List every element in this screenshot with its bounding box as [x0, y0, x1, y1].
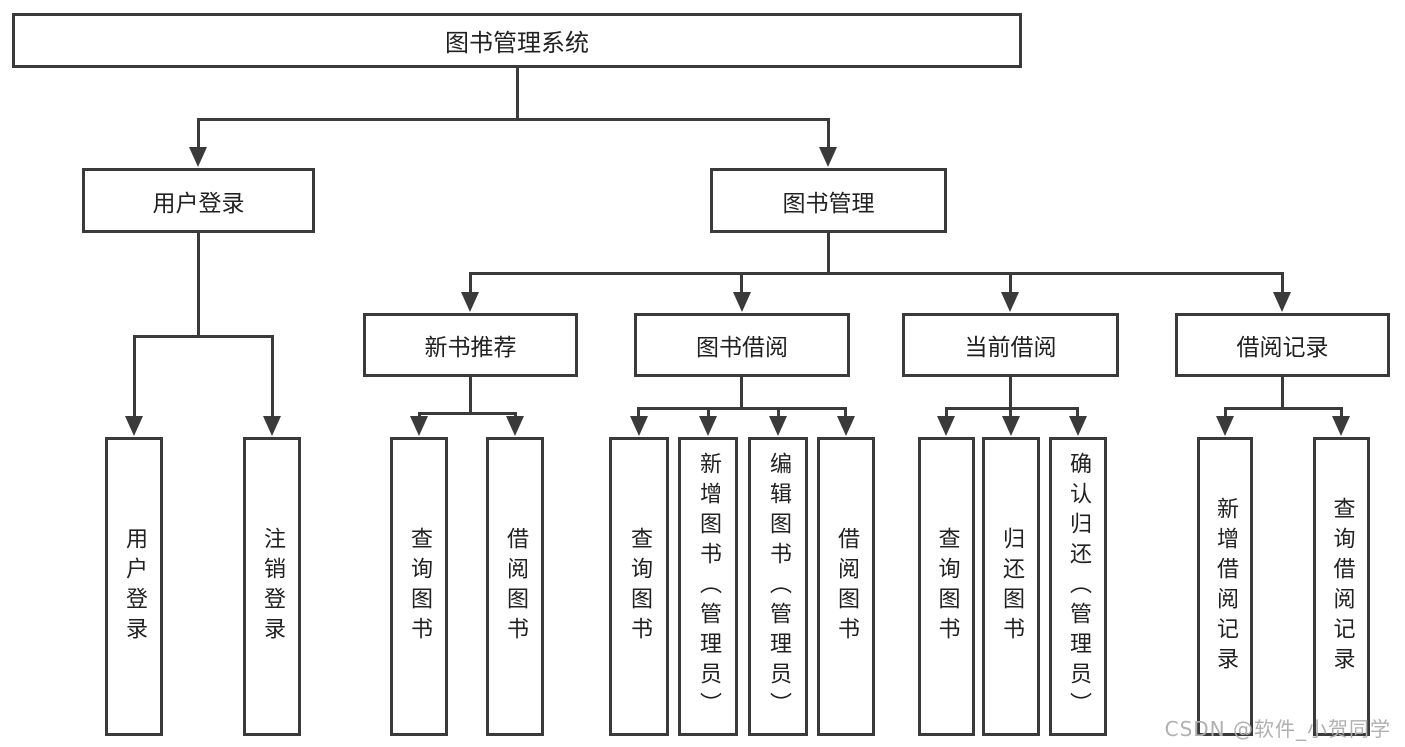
- csdn-watermark: CSDN @软件_小贺同学: [1164, 717, 1391, 741]
- connector-bookmgmt-drop-4: [1281, 272, 1284, 292]
- connector-cb-stem: [1009, 377, 1012, 407]
- connector-br-hline: [1224, 407, 1343, 410]
- arrow-down-icon: [819, 147, 837, 167]
- node-label: 借阅记录: [1236, 335, 1329, 361]
- node-label: 借阅图书: [834, 526, 859, 647]
- leaf-nbr-borrow-books: 借阅图书: [486, 437, 544, 736]
- connector-bookmgmt-stem: [827, 233, 830, 272]
- node-label: 用户登录: [122, 526, 147, 647]
- arrow-down-icon: [263, 416, 281, 436]
- node-label: 注销登录: [260, 526, 285, 647]
- connector-cb-drop-2: [1009, 407, 1012, 417]
- arrow-down-icon: [1273, 292, 1291, 312]
- arrow-down-icon: [699, 416, 717, 436]
- connector-root-stem: [516, 68, 519, 118]
- node-label: 归还图书: [999, 526, 1024, 647]
- node-book-management: 图书管理: [710, 168, 947, 233]
- connector-cb-drop-1: [945, 407, 948, 417]
- connector-bb-drop-3: [777, 407, 780, 417]
- connector-userlogin-hline: [133, 335, 274, 338]
- connector-nbr-drop-left: [418, 412, 421, 418]
- connector-root-drop-left: [197, 118, 200, 147]
- node-label: 新增借阅记录: [1213, 496, 1238, 677]
- leaf-cb-return-books: 归还图书: [982, 437, 1040, 736]
- arrow-down-icon: [410, 416, 428, 436]
- connector-bb-drop-2: [707, 407, 710, 417]
- node-label: 确认归还（管理员）: [1066, 451, 1091, 722]
- node-label: 图书借阅: [696, 335, 788, 361]
- connector-bookmgmt-drop-2: [740, 272, 743, 292]
- connector-nbr-drop-right: [514, 412, 517, 418]
- node-borrowing-records: 借阅记录: [1175, 313, 1390, 377]
- connector-nbr-stem: [469, 377, 472, 412]
- leaf-logout: 注销登录: [243, 437, 301, 736]
- connector-bb-drop-4: [844, 407, 847, 417]
- connector-userlogin-drop-right: [271, 335, 274, 416]
- connector-nbr-hline: [418, 412, 517, 415]
- connector-userlogin-stem: [197, 233, 200, 335]
- arrow-down-icon: [837, 416, 855, 436]
- leaf-cb-query-books: 查询图书: [918, 437, 975, 736]
- node-label: 查询图书: [934, 526, 960, 647]
- leaf-bb-add-books-admin: 新增图书（管理员）: [678, 437, 738, 736]
- connector-bb-hline: [637, 407, 847, 410]
- leaf-bb-query-books: 查询图书: [609, 437, 669, 736]
- node-label: 图书管理系统: [445, 29, 589, 57]
- leaf-cb-confirm-return-admin: 确认归还（管理员）: [1049, 437, 1107, 736]
- connector-bookmgmt-hline: [469, 272, 1284, 275]
- arrow-down-icon: [1001, 292, 1019, 312]
- arrow-down-icon: [630, 416, 648, 436]
- connector-cb-hline: [945, 407, 1079, 410]
- connector-bb-stem: [740, 377, 743, 407]
- arrow-down-icon: [937, 416, 955, 436]
- arrow-down-icon: [189, 147, 207, 167]
- node-label: 新增图书（管理员）: [696, 451, 721, 722]
- connector-root-drop-right: [827, 118, 830, 147]
- connector-bookmgmt-drop-1: [469, 272, 472, 292]
- connector-br-stem: [1281, 377, 1284, 407]
- connector-userlogin-drop-left: [133, 335, 136, 416]
- connector-bookmgmt-drop-3: [1009, 272, 1012, 292]
- arrow-down-icon: [125, 416, 143, 436]
- arrow-down-icon: [1069, 416, 1087, 436]
- leaf-user-login: 用户登录: [105, 437, 163, 736]
- leaf-br-add-record: 新增借阅记录: [1197, 437, 1253, 736]
- connector-br-drop-right: [1340, 407, 1343, 417]
- arrow-down-icon: [769, 416, 787, 436]
- arrow-down-icon: [506, 416, 524, 436]
- arrow-down-icon: [1332, 416, 1350, 436]
- arrow-down-icon: [733, 292, 751, 312]
- connector-cb-drop-3: [1076, 407, 1079, 417]
- node-label: 编辑图书（管理员）: [766, 451, 791, 722]
- node-label: 查询借阅记录: [1329, 496, 1355, 677]
- arrow-down-icon: [1216, 416, 1234, 436]
- node-label: 查询图书: [627, 526, 652, 647]
- node-label: 用户登录: [152, 190, 245, 217]
- leaf-br-query-record: 查询借阅记录: [1313, 437, 1370, 736]
- connector-br-drop-left: [1224, 407, 1227, 417]
- leaf-bb-borrow-books: 借阅图书: [817, 437, 875, 736]
- node-current-borrowing: 当前借阅: [902, 313, 1119, 377]
- connector-bb-drop-1: [637, 407, 640, 417]
- leaf-nbr-query-books: 查询图书: [390, 437, 448, 736]
- connector-root-hline: [197, 118, 830, 121]
- node-label: 借阅图书: [503, 526, 528, 647]
- arrow-down-icon: [1002, 416, 1020, 436]
- node-label: 当前借阅: [964, 335, 1057, 361]
- node-label: 查询图书: [407, 526, 432, 647]
- node-user-login: 用户登录: [82, 168, 315, 233]
- node-label: 新书推荐: [424, 335, 517, 361]
- node-new-book-recommend: 新书推荐: [363, 313, 578, 377]
- node-book-borrowing: 图书借阅: [634, 313, 850, 377]
- node-label: 图书管理: [782, 190, 875, 217]
- arrow-down-icon: [461, 292, 479, 312]
- leaf-bb-edit-books-admin: 编辑图书（管理员）: [748, 437, 808, 736]
- node-library-management-system: 图书管理系统: [12, 13, 1022, 68]
